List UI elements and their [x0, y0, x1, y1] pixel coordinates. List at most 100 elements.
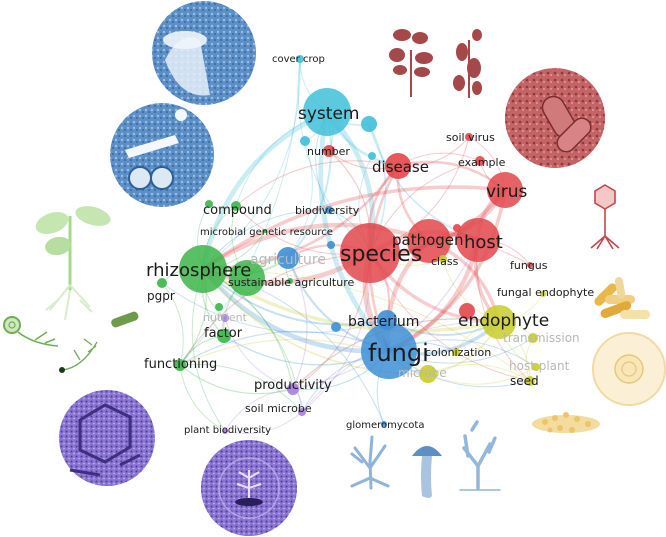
purple-cells-micrograph — [59, 390, 155, 486]
node-soil-virus[interactable] — [465, 133, 473, 141]
label-transmission: transmission — [503, 331, 580, 345]
node-cyan-c[interactable] — [368, 152, 376, 160]
edge-microbe-seed — [427, 364, 531, 382]
illustrations — [3, 1, 666, 536]
node-system[interactable] — [303, 88, 351, 136]
node-fungus[interactable] — [527, 262, 533, 268]
label-rhizosphere: rhizosphere — [146, 260, 251, 281]
node-microbial-genetic-resource[interactable] — [263, 229, 267, 233]
edge-fungi-functioning — [179, 330, 390, 366]
edge-functioning-plant-biodiversity — [179, 364, 226, 432]
label-host: host — [464, 232, 503, 253]
node-blue-b[interactable] — [327, 241, 335, 249]
node-cover-crop[interactable] — [296, 55, 304, 63]
node-endophyte-red[interactable] — [459, 303, 475, 319]
node-seed[interactable] — [525, 376, 535, 386]
node-blue-a[interactable] — [331, 322, 341, 332]
node-factor[interactable] — [217, 329, 231, 343]
label-sustainable-agriculture: sustainable agriculture — [228, 276, 355, 289]
edge-functioning-soil-microbe — [179, 363, 303, 413]
node-functioning[interactable] — [174, 359, 186, 371]
node-red-a[interactable] — [453, 224, 461, 232]
node-species[interactable] — [340, 223, 400, 283]
node-compound[interactable] — [231, 201, 241, 211]
node-host[interactable] — [456, 218, 500, 262]
edge-system-fungi — [318, 111, 391, 353]
label-seed: seed — [510, 374, 539, 388]
edge-disease-compound — [235, 160, 399, 207]
edge-soil-microbe-plant-biodiversity — [224, 411, 303, 434]
node-endophyte[interactable] — [482, 305, 516, 339]
node-pathogen[interactable] — [407, 219, 451, 263]
blue-mushroom — [412, 446, 442, 498]
label-colonization: colonization — [425, 346, 491, 359]
node-class[interactable] — [439, 255, 447, 263]
label-factor: factor — [204, 326, 243, 341]
label-pgpr: pgpr — [147, 289, 175, 303]
node-biodiversity[interactable] — [325, 206, 333, 214]
node-fungi[interactable] — [361, 323, 417, 379]
node-fungal-endophyte[interactable] — [540, 291, 546, 297]
edge-cyan-b-agriculture — [287, 140, 313, 259]
label-microbial-genetic-resource: microbial genetic resource — [200, 227, 333, 238]
label-biodiversity: biodiversity — [295, 204, 360, 217]
label-number: number — [307, 145, 350, 158]
node-productivity[interactable] — [287, 383, 299, 395]
node-disease[interactable] — [385, 153, 411, 179]
label-species: species — [340, 242, 422, 267]
node-number[interactable] — [323, 145, 335, 157]
edge-productivity-agriculture — [287, 257, 308, 390]
label-compound: compound — [203, 203, 272, 218]
edge-pathogen-rhizosphere — [201, 222, 430, 271]
edge-productivity-plant-biodiversity — [224, 388, 294, 432]
label-host-plant: host plant — [509, 359, 570, 373]
label-soil-virus: soil virus — [446, 131, 495, 144]
label-nutrient: nutrient — [203, 311, 248, 324]
node-green-c[interactable] — [205, 200, 213, 208]
node-plant-biodiversity[interactable] — [222, 428, 228, 434]
edge-pgpr-functioning — [161, 282, 184, 366]
network-nodes — [157, 55, 546, 434]
node-virus[interactable] — [487, 172, 523, 208]
node-nutrient[interactable] — [221, 314, 229, 322]
label-virus: virus — [486, 182, 528, 202]
node-green-b[interactable] — [229, 260, 265, 296]
node-pgpr[interactable] — [157, 278, 167, 288]
lab-sampling-photo — [110, 103, 214, 207]
node-host-plant[interactable] — [532, 363, 540, 371]
node-example[interactable] — [475, 156, 485, 166]
node-colonization[interactable] — [452, 348, 460, 356]
node-soil-microbe[interactable] — [298, 408, 306, 416]
purple-plant-micrograph — [201, 440, 297, 536]
label-fungal-endophyte: fungal endophyte — [497, 286, 594, 299]
node-cyan-a[interactable] — [361, 116, 377, 132]
green-fungal-spore — [3, 311, 139, 373]
label-example: example — [458, 156, 506, 169]
node-transmission[interactable] — [528, 333, 538, 343]
blue-fungal-hyphae — [350, 420, 501, 491]
node-agriculture[interactable] — [277, 247, 299, 269]
label-fungi: fungi — [368, 339, 429, 367]
label-functioning: functioning — [144, 357, 217, 372]
node-microbe[interactable] — [419, 365, 437, 383]
node-sustainable-agriculture[interactable] — [287, 278, 293, 284]
node-glomeromycota[interactable] — [381, 421, 387, 427]
label-system: system — [298, 104, 359, 124]
bacteriophage — [590, 184, 620, 250]
node-bacterium[interactable] — [377, 310, 397, 330]
node-green-d[interactable] — [215, 303, 223, 311]
farmer-field-photo — [152, 1, 256, 105]
edge-bacterium-rhizosphere — [202, 268, 388, 326]
node-rhizosphere[interactable] — [179, 245, 227, 293]
edge-virus-rhizosphere — [201, 185, 506, 271]
edge-productivity-nutrient — [224, 317, 294, 390]
label-productivity: productivity — [254, 378, 332, 393]
yellow-granules — [532, 412, 600, 433]
edge-cover-crop-rhizosphere — [202, 58, 301, 270]
node-cyan-b[interactable] — [300, 136, 310, 146]
yellow-bacilli — [594, 277, 650, 319]
bacteria-micrograph — [505, 68, 605, 168]
